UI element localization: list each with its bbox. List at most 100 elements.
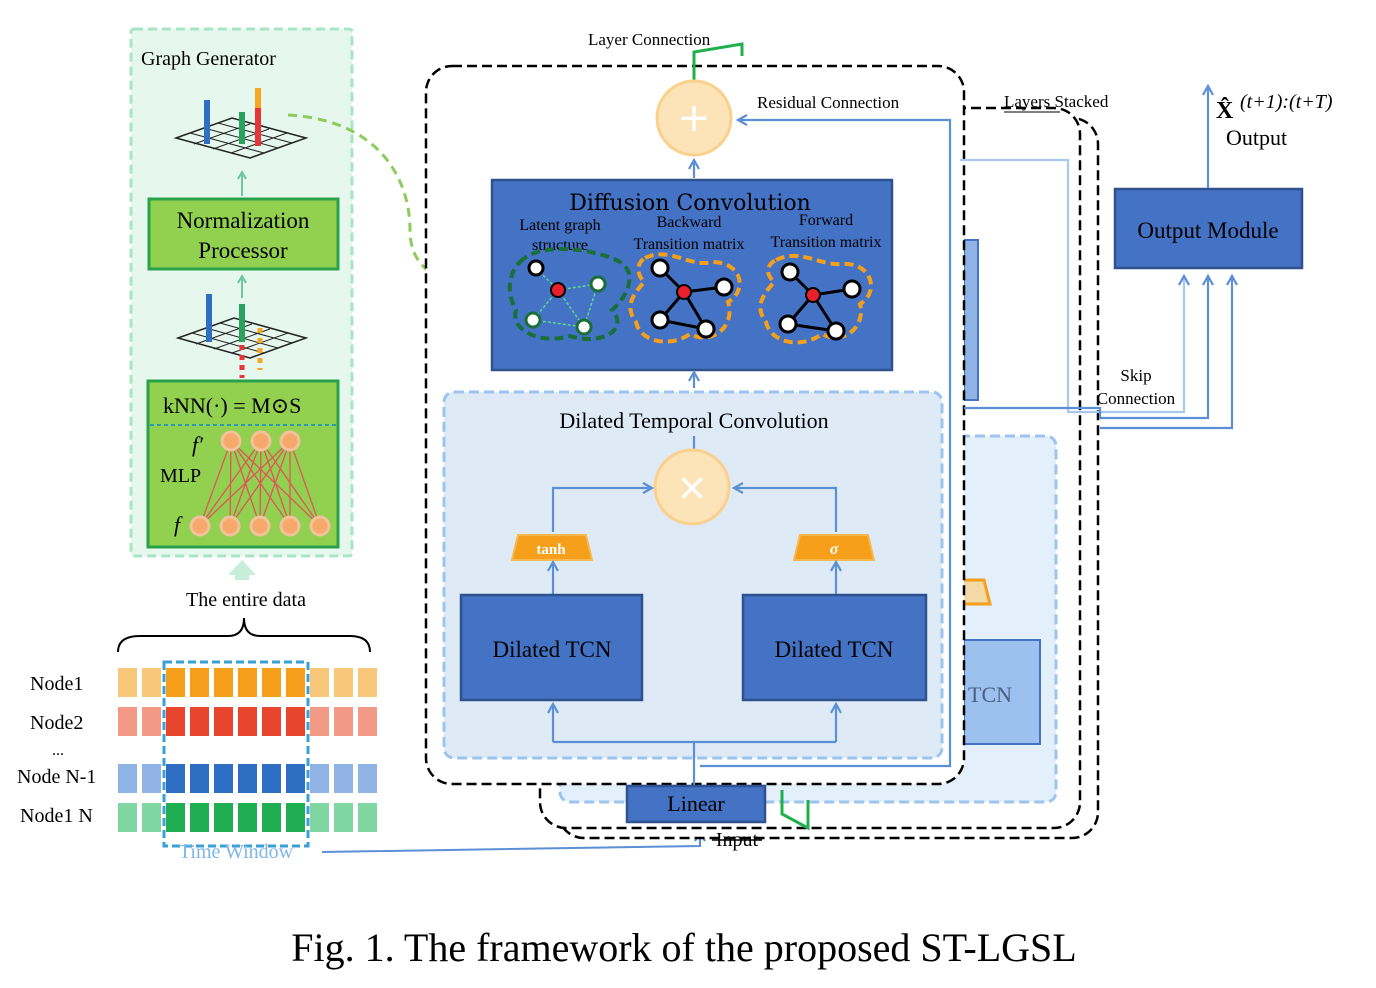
dilated-tcn-right-box [741, 593, 928, 702]
data-cell [190, 668, 209, 697]
layer-connection-bottom [780, 790, 810, 831]
dilated-tcn-left-label: Dilated TCN [492, 637, 611, 662]
data-cell [118, 803, 137, 832]
graph-generator-title: Graph Generator [141, 48, 276, 70]
forward-label-2: Transition matrix [771, 234, 882, 251]
data-cell [310, 803, 329, 832]
entire-data-arrow [228, 560, 256, 580]
data-cell [190, 803, 209, 832]
tanh-gate [510, 534, 594, 561]
data-cell [334, 803, 353, 832]
data-cell [358, 668, 377, 697]
data-cell [142, 668, 161, 697]
sigma-label: σ [830, 541, 839, 558]
latent-label-1: Latent graph [519, 217, 600, 234]
residual-connection-label: Residual Connection [757, 93, 900, 112]
node-n-label: Node1 N [20, 805, 93, 827]
data-cell [238, 764, 257, 793]
node2-label: Node2 [30, 712, 83, 734]
sum-circle [655, 79, 733, 157]
data-cell [310, 707, 329, 736]
forward-transition-icon [758, 253, 873, 345]
ellipsis-label: ... [52, 742, 64, 759]
data-cell [142, 707, 161, 736]
data-cell [262, 707, 281, 736]
data-cell [238, 668, 257, 697]
backward-transition-icon [628, 252, 742, 344]
data-cell [142, 803, 161, 832]
stacked-tcn-label: TCN [968, 682, 1012, 707]
data-cell [118, 764, 137, 793]
knn-mlp-box [146, 379, 340, 549]
normalization-processor-box [147, 197, 340, 271]
data-cell [286, 668, 305, 697]
backward-label-1: Backward [657, 214, 722, 231]
data-cell [310, 764, 329, 793]
mlp-label: MLP [160, 465, 201, 487]
data-cell [166, 707, 185, 736]
data-cell [118, 707, 137, 736]
time-window-box [162, 660, 310, 848]
data-cell [262, 803, 281, 832]
data-cell [358, 803, 377, 832]
layer-connection-line [692, 42, 744, 80]
mlp-network [199, 440, 321, 527]
skip-connections [960, 158, 1232, 430]
dilated-tcn-left-box [459, 593, 644, 702]
layer-connection-label: Layer Connection [588, 30, 711, 49]
data-cell [190, 707, 209, 736]
output-label: Output [1226, 125, 1287, 150]
knn-formula: kNN(·) = M⊙S [163, 393, 301, 418]
data-cell [214, 668, 233, 697]
plus-icon: + [677, 95, 711, 141]
data-cell [262, 764, 281, 793]
normalization-label-2: Processor [198, 238, 288, 263]
linear-box [625, 784, 767, 824]
data-cell [238, 803, 257, 832]
figure-caption: Fig. 1. The framework of the proposed ST… [291, 925, 1076, 970]
times-icon: × [676, 465, 708, 509]
data-cell [214, 803, 233, 832]
entire-data-brace [117, 617, 371, 653]
data-cell [334, 668, 353, 697]
data-cell [334, 707, 353, 736]
time-window-label: Time Window [179, 841, 294, 863]
sigma-gate [792, 534, 876, 561]
node1-label: Node1 [30, 673, 83, 695]
data-cell [238, 707, 257, 736]
skip-label-1: Skip [1120, 366, 1151, 385]
gate-multiply-circle [653, 448, 731, 526]
mlp-neurons [189, 430, 331, 537]
layers-stacked-label: Layers Stacked [1004, 92, 1109, 111]
output-module-box [1113, 187, 1304, 270]
backward-label-2: Transition matrix [634, 236, 745, 253]
data-cell [190, 764, 209, 793]
node-data-cells [118, 668, 377, 832]
dilated-title: Dilated Temporal Convolution [559, 408, 828, 433]
output-symbol: X̂ [1216, 97, 1234, 124]
f-label: f [174, 512, 183, 537]
data-cell [358, 764, 377, 793]
data-cell [142, 764, 161, 793]
data-cell [286, 803, 305, 832]
data-cell [214, 707, 233, 736]
residual-connection-line [700, 120, 952, 768]
output-module-label: Output Module [1137, 218, 1278, 243]
data-cell [286, 707, 305, 736]
node-n-1-label: Node N-1 [17, 766, 96, 788]
data-cell [358, 707, 377, 736]
skip-label-2: Connection [1097, 389, 1176, 408]
data-cell [334, 764, 353, 793]
output-superscript: (t+1):(t+T) [1240, 91, 1333, 113]
f-prime-label: f′ [192, 432, 204, 457]
tanh-label: tanh [536, 542, 566, 558]
diffusion-title: Diffusion Convolution [569, 191, 811, 216]
dilated-tcn-right-label: Dilated TCN [774, 637, 893, 662]
latent-graph-icon [507, 247, 632, 342]
linear-label: Linear [667, 791, 725, 816]
data-cell [310, 668, 329, 697]
main-layer: Layer Connection + Residual Connection D… [424, 30, 966, 786]
entire-data-label: The entire data [186, 589, 306, 611]
data-cell [286, 764, 305, 793]
